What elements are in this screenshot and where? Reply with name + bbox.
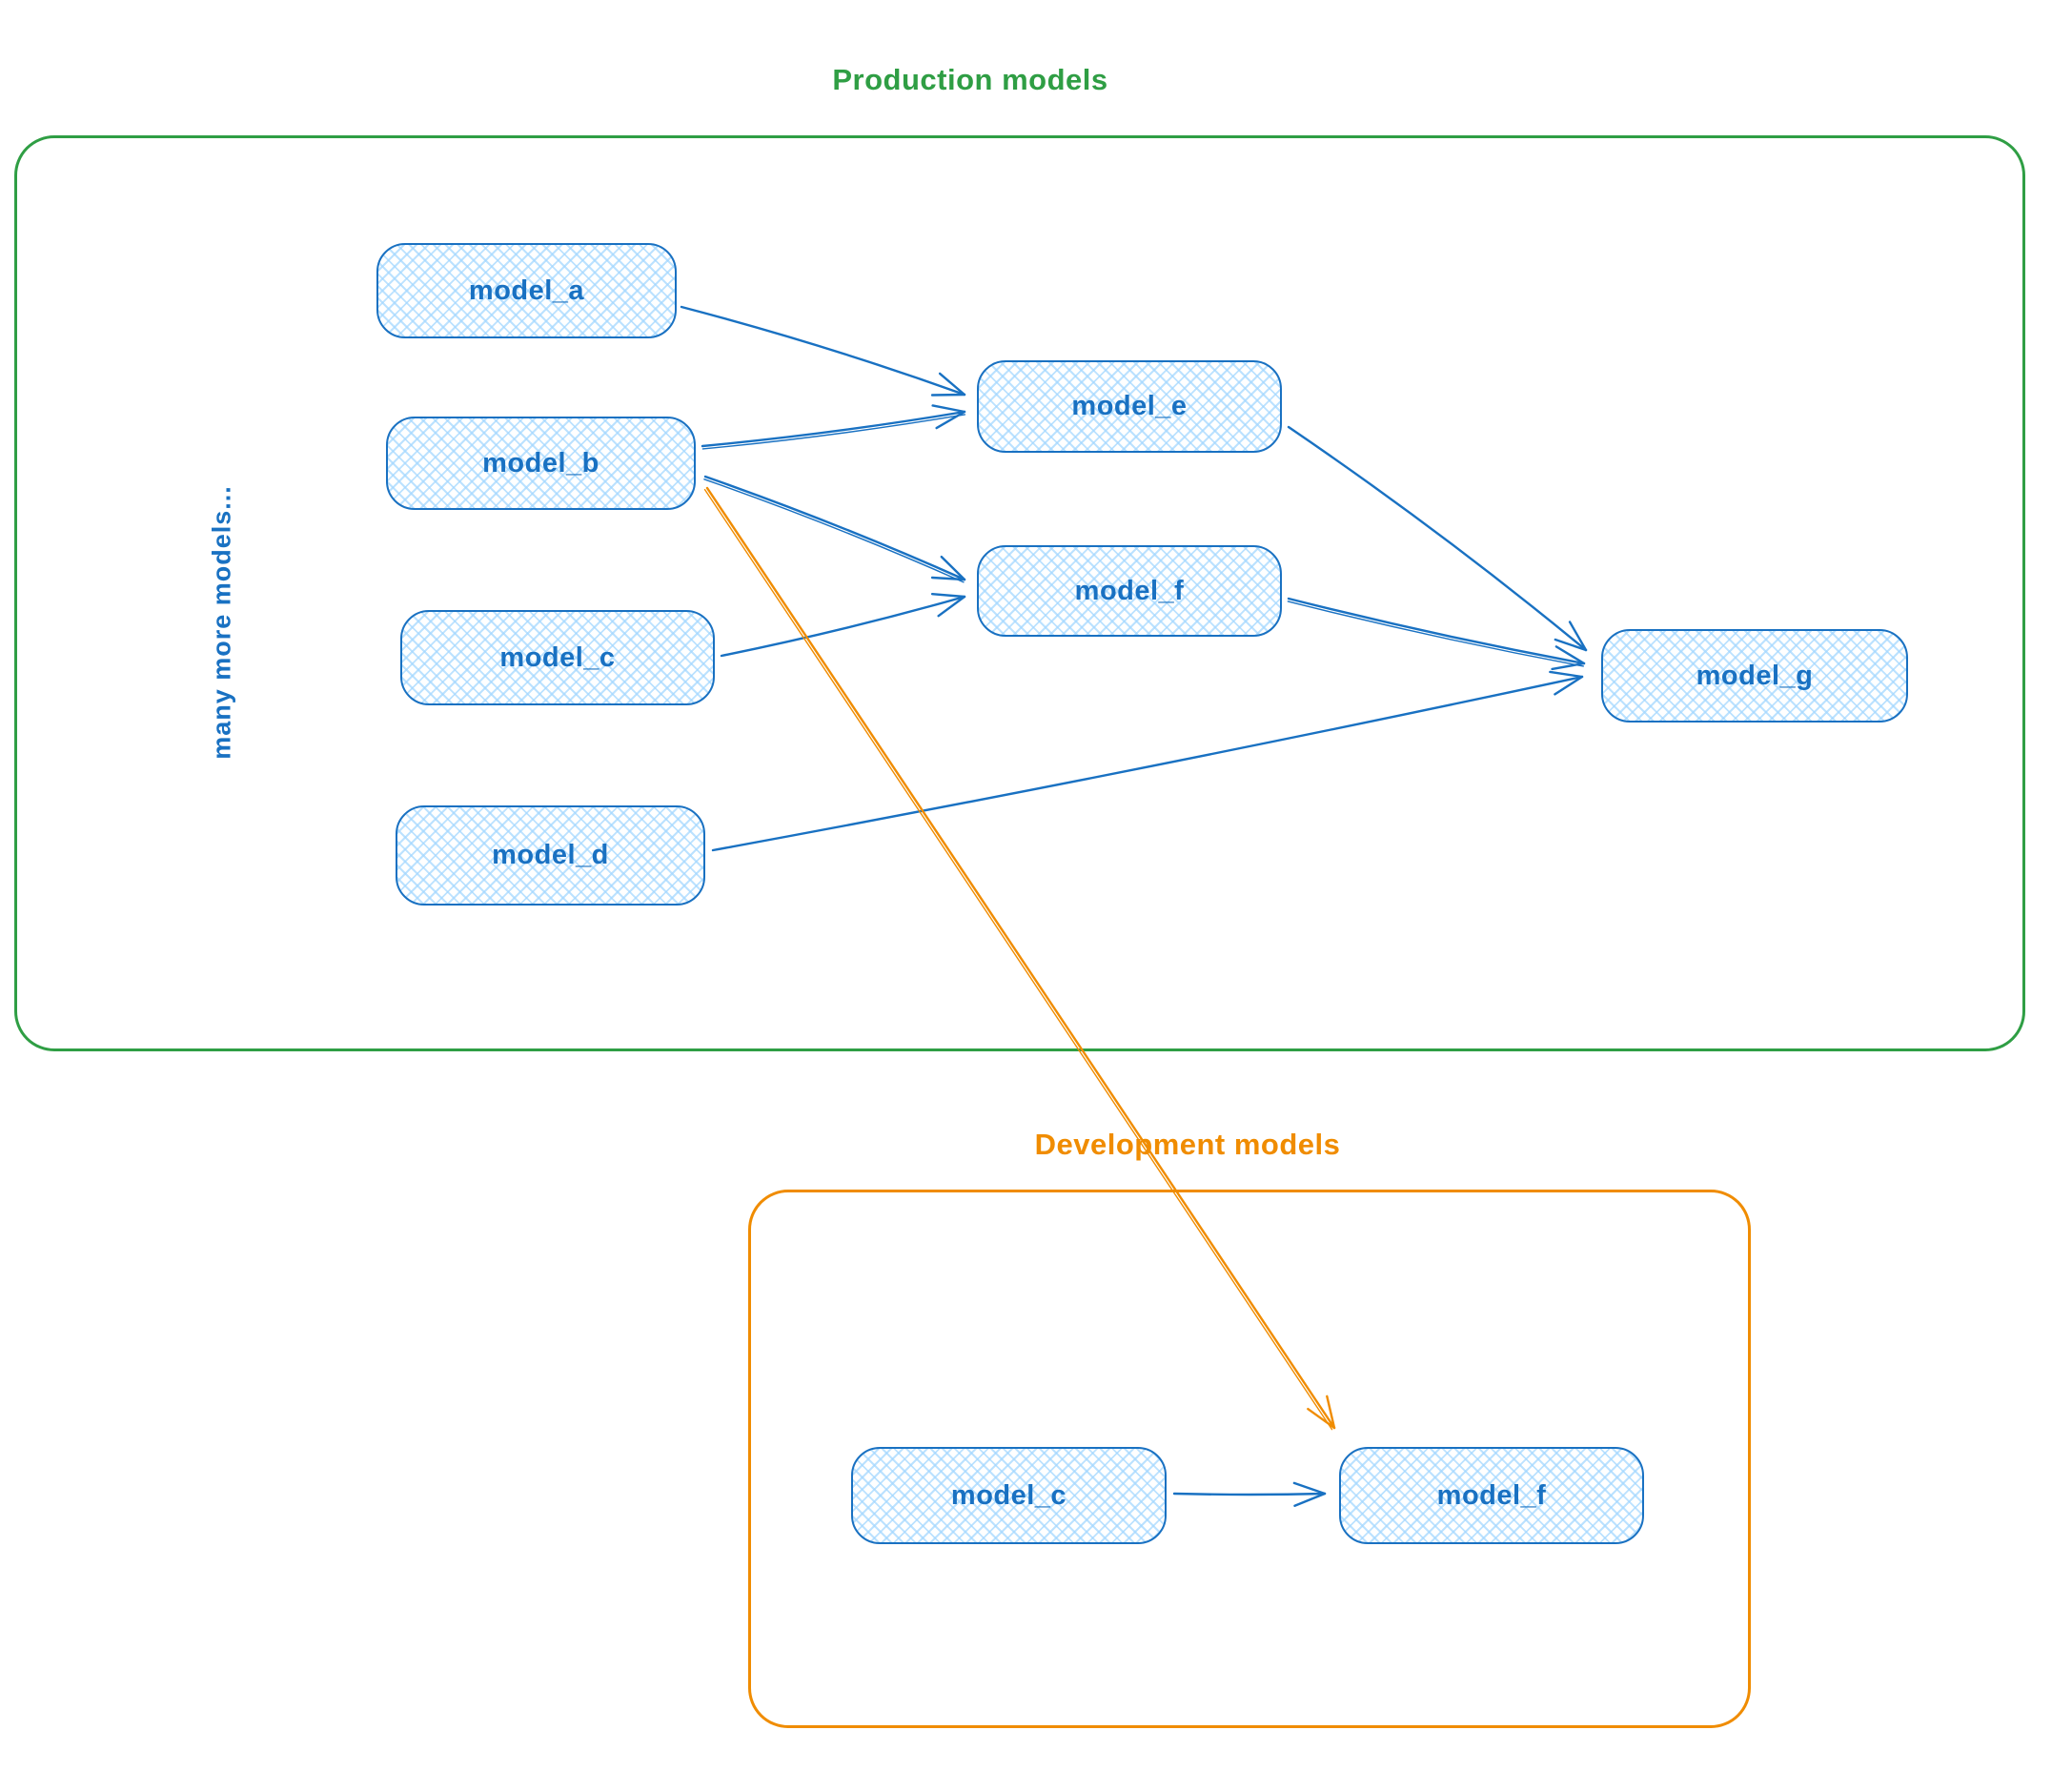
node-model-d[interactable]: model_d [396, 805, 705, 906]
node-label: model_d [492, 840, 609, 870]
node-model-e[interactable]: model_e [977, 360, 1282, 453]
node-label: model_a [468, 275, 585, 306]
node-model-a[interactable]: model_a [376, 243, 677, 338]
node-label: model_c [950, 1479, 1067, 1511]
development-models-title: Development models [1034, 1128, 1341, 1161]
production-models-title: Production models [832, 63, 1108, 96]
node-model-f[interactable]: model_f [977, 545, 1282, 637]
node-label: model_e [1071, 391, 1188, 421]
node-model-g[interactable]: model_g [1601, 629, 1908, 723]
node-model-c[interactable]: model_c [400, 610, 715, 705]
node-label: model_c [499, 641, 616, 673]
node-label: model_f [1436, 1479, 1547, 1511]
node-label: model_b [482, 447, 599, 478]
node-label: model_f [1074, 575, 1185, 606]
node-dev-model-c[interactable]: model_c [851, 1447, 1167, 1544]
node-model-b[interactable]: model_b [386, 417, 696, 510]
many-more-models-note: many more models... [207, 485, 236, 760]
node-dev-model-f[interactable]: model_f [1339, 1447, 1644, 1544]
node-label: model_g [1696, 660, 1814, 691]
